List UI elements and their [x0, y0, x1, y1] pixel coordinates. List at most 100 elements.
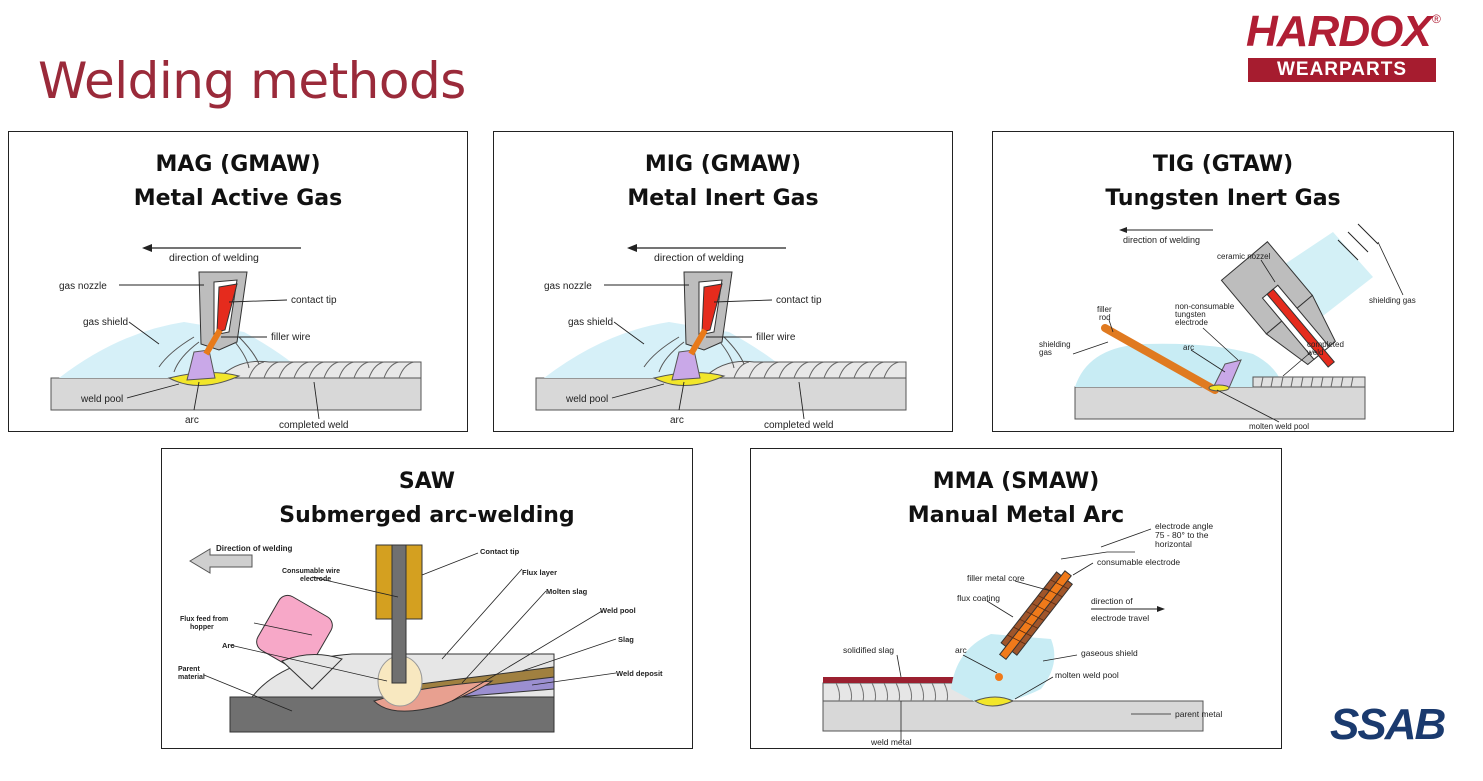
weld-ripples — [835, 682, 949, 702]
label-filler-rod-2: rod — [1099, 313, 1111, 322]
panel-subtitle: Submerged arc-welding — [279, 503, 575, 528]
filler-wire — [688, 328, 708, 356]
label-arc: arc — [670, 415, 684, 426]
label-molten-pool: molten weld pool — [1249, 422, 1309, 431]
label-angle-2: 75 - 80° to the — [1155, 530, 1209, 540]
gas-flow-lines — [158, 336, 260, 373]
label-gas-shield: gas shield — [83, 317, 128, 328]
leader-lines — [604, 284, 805, 420]
arc-shape — [671, 349, 701, 381]
label-angle-3: horizontal — [1155, 539, 1192, 549]
label-completed-weld-1: completed — [1307, 340, 1344, 349]
panel-mig: MIG (GMAW) Metal Inert Gas direction of … — [493, 131, 953, 432]
panel-tig: TIG (GTAW) Tungsten Inert Gas direction … — [992, 131, 1454, 432]
leader-lines — [203, 552, 617, 712]
label-electrode-1: non-consumable — [1175, 302, 1235, 311]
label-shielding-gas-left-1: shielding — [1039, 340, 1071, 349]
label-contact-tip: Contact tip — [480, 547, 520, 556]
label-gaseous-shield: gaseous shield — [1081, 648, 1138, 658]
panel-saw: SAW Submerged arc-welding Direction of w… — [161, 448, 693, 749]
leader-lines — [896, 528, 1171, 741]
direction-arrowhead — [627, 244, 637, 252]
weld-ripples — [1260, 376, 1354, 388]
label-filler-wire: filler wire — [271, 332, 311, 343]
label-flux-feed-1: Flux feed from — [180, 616, 228, 623]
weld-ripples — [248, 361, 415, 379]
mag-diagram: direction of welding — [50, 244, 422, 431]
label-electrode-3: electrode — [1175, 318, 1208, 327]
panel-subtitle: Metal Inert Gas — [627, 186, 819, 211]
direction-arrowhead — [1119, 227, 1127, 233]
label-molten-slag: Molten slag — [546, 587, 588, 596]
arc-shape — [186, 349, 216, 381]
panel-title: TIG (GTAW) — [1152, 152, 1294, 177]
parent-metal — [822, 700, 1204, 732]
label-arc: arc — [955, 645, 968, 655]
panel-subtitle: Metal Active Gas — [133, 186, 343, 211]
label-completed-weld-2: weld — [1306, 348, 1323, 357]
gaseous-shield — [951, 634, 1055, 705]
label-direction: Direction of welding — [216, 544, 293, 553]
label-flux-feed-2: hopper — [190, 624, 214, 631]
label-consumable: consumable electrode — [1097, 557, 1180, 567]
panel-subtitle: Tungsten Inert Gas — [1105, 186, 1341, 211]
base-plate — [1074, 386, 1366, 420]
label-direction: direction of welding — [654, 252, 744, 264]
label-molten-pool: molten weld pool — [1055, 670, 1119, 680]
contact-tip — [701, 283, 723, 333]
label-direction: direction of welding — [169, 252, 259, 264]
panel-mma: MMA (SMAW) Manual Metal Arc — [750, 448, 1282, 749]
label-weld-metal: weld metal — [870, 737, 912, 747]
molten-weld-pool — [973, 696, 1015, 707]
label-filler-core: filler metal core — [967, 573, 1025, 583]
label-shielding-gas-top: shielding gas — [1369, 296, 1416, 305]
base-plate — [50, 377, 422, 411]
ceramic-nozzle — [1220, 241, 1336, 368]
leader-lines — [119, 284, 320, 420]
label-contact-tip: contact tip — [291, 295, 337, 306]
hardox-logo-word: HARDOX — [1246, 7, 1432, 56]
label-weld-pool: weld pool — [80, 394, 123, 405]
label-direction: direction of welding — [1123, 235, 1200, 245]
label-wire-1: Consumable wire — [282, 568, 340, 575]
label-wire-2: electrode — [300, 576, 331, 583]
label-filler-wire: filler wire — [756, 332, 796, 343]
label-completed-weld: completed weld — [764, 420, 833, 431]
label-flux-coating: flux coating — [957, 593, 1000, 603]
contact-tip — [216, 283, 238, 333]
label-direction-2: electrode travel — [1091, 613, 1149, 623]
label-filler-rod-1: filler — [1097, 305, 1112, 314]
label-arc: arc — [185, 415, 199, 426]
ssab-logo: SSAB — [1330, 700, 1446, 749]
label-slag: Slag — [618, 635, 634, 644]
gas-flow-lines — [643, 336, 745, 373]
mma-diagram: electrode angle 75 - 80° to the horizont… — [822, 521, 1222, 747]
mig-diagram: direction of welding gas nozzl — [535, 244, 907, 431]
label-completed-weld: completed weld — [279, 420, 348, 431]
hardox-logo-registered: ® — [1432, 12, 1441, 26]
label-gas-shield: gas shield — [568, 317, 613, 328]
panel-title: MAG (GMAW) — [155, 152, 321, 177]
page-title: Welding methods — [38, 52, 466, 110]
label-parent-1: Parent — [178, 666, 200, 673]
consumable-electrode — [998, 570, 1073, 661]
label-weld-deposit: Weld deposit — [616, 669, 663, 678]
label-gas-nozzle: gas nozzle — [544, 281, 592, 292]
direction-arrowhead — [142, 244, 152, 252]
label-flux-layer: Flux layer — [522, 568, 557, 577]
label-weld-pool: Weld pool — [600, 606, 636, 615]
direction-arrowhead — [1157, 606, 1165, 612]
panel-title: SAW — [398, 469, 456, 494]
saw-diagram: Direction of welding — [178, 544, 663, 733]
hardox-logo: HARDOX ® WEARPARTS — [1246, 10, 1442, 85]
arc-dot — [995, 673, 1003, 681]
gas-arrows — [1337, 223, 1379, 261]
label-arc: Arc — [222, 641, 235, 650]
flux-feed-stream — [281, 654, 343, 690]
weld-pool — [1208, 384, 1230, 392]
panel-subtitle: Manual Metal Arc — [907, 503, 1125, 528]
weld-ripples — [733, 361, 900, 379]
filler-rod — [1101, 324, 1219, 394]
label-solidified-slag: solidified slag — [843, 645, 894, 655]
filler-wire — [203, 328, 223, 356]
